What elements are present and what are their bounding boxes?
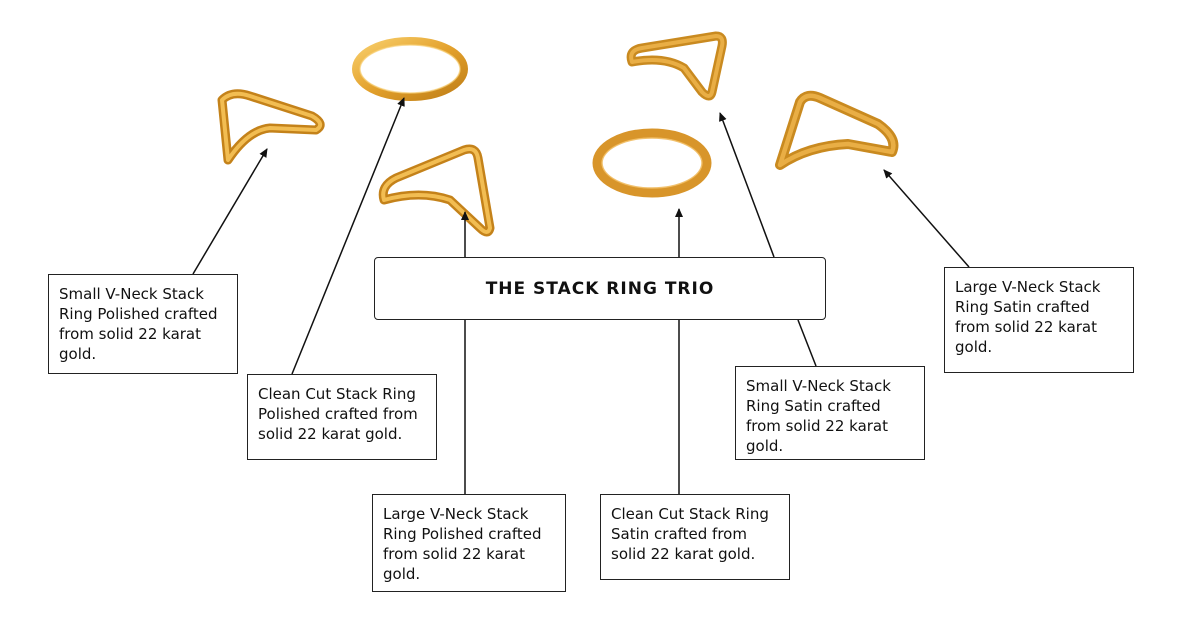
label-small-vneck-satin: Small V-Neck Stack Ring Satin crafted fr… (735, 366, 925, 460)
arrow-clean-cut-polished (291, 97, 405, 375)
arrow-small-vneck-polished (192, 148, 268, 275)
clean-cut-polished-ring-icon (352, 37, 468, 101)
label-small-vneck-polished: Small V-Neck Stack Ring Polished crafted… (48, 274, 238, 374)
arrow-small-vneck-satin-upper (719, 112, 775, 258)
label-large-vneck-satin: Large V-Neck Stack Ring Satin crafted fr… (944, 267, 1134, 373)
label-clean-cut-polished: Clean Cut Stack Ring Polished crafted fr… (247, 374, 437, 460)
label-large-vneck-polished: Large V-Neck Stack Ring Polished crafted… (372, 494, 566, 592)
small-vneck-polished-ring-icon (217, 89, 325, 165)
large-vneck-polished-ring-icon (378, 144, 495, 237)
clean-cut-satin-ring-icon (592, 128, 712, 198)
small-vneck-satin-ring-icon (626, 31, 727, 101)
label-clean-cut-satin: Clean Cut Stack Ring Satin crafted from … (600, 494, 790, 580)
arrow-large-vneck-satin (883, 169, 970, 268)
line-small-vneck-satin-lower (797, 319, 817, 367)
large-vneck-satin-ring-icon (775, 90, 899, 170)
diagram-title: THE STACK RING TRIO (374, 257, 826, 320)
